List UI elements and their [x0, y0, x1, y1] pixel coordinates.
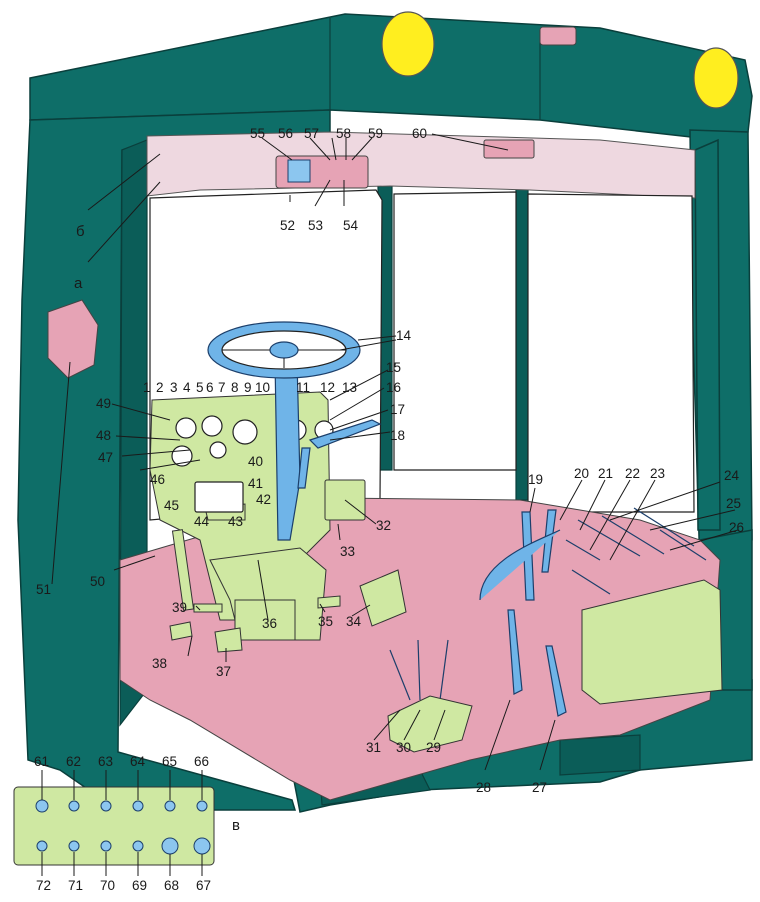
label-28: 28 [476, 780, 491, 795]
label-26: 26 [729, 520, 744, 535]
label-16: 16 [386, 380, 401, 395]
label-a: а [74, 275, 83, 292]
label-48: 48 [96, 428, 111, 443]
label-46: 46 [150, 472, 165, 487]
label-66: 66 [194, 754, 209, 769]
label-70: 70 [100, 878, 115, 893]
label-7: 7 [218, 380, 226, 395]
label-52: 52 [280, 218, 295, 233]
label-5: 5 [196, 380, 204, 395]
label-49: 49 [96, 396, 111, 411]
headliner [147, 132, 695, 198]
label-19: 19 [528, 472, 543, 487]
label-18: 18 [390, 428, 405, 443]
label-43: 43 [228, 514, 243, 529]
label-38: 38 [152, 656, 167, 671]
label-58: 58 [336, 126, 351, 141]
label-1: 1 [143, 380, 151, 395]
label-22: 22 [625, 466, 640, 481]
label-57: 57 [304, 126, 319, 141]
label-4: 4 [183, 380, 191, 395]
dome-lamp [288, 160, 310, 182]
label-68: 68 [164, 878, 179, 893]
label-15: 15 [386, 360, 401, 375]
label-59: 59 [368, 126, 383, 141]
label-3: 3 [170, 380, 178, 395]
label-27: 27 [532, 780, 547, 795]
label-41: 41 [248, 476, 263, 491]
label-25: 25 [726, 496, 741, 511]
label-30: 30 [396, 740, 411, 755]
label-69: 69 [132, 878, 147, 893]
label-71: 71 [68, 878, 83, 893]
label-39: 39 [172, 600, 187, 615]
label-51: 51 [36, 582, 51, 597]
label-10: 10 [255, 380, 270, 395]
clutch-pedal[interactable] [215, 628, 242, 652]
steering-wheel [208, 322, 360, 378]
label-12: 12 [320, 380, 335, 395]
label-33: 33 [340, 544, 355, 559]
label-35: 35 [318, 614, 333, 629]
label-54: 54 [343, 218, 359, 233]
label-17: 17 [390, 402, 405, 417]
label-67: 67 [196, 878, 211, 893]
label-2: 2 [156, 380, 164, 395]
label-9: 9 [244, 380, 252, 395]
label-62: 62 [66, 754, 81, 769]
label-36: 36 [262, 616, 277, 631]
label-21: 21 [598, 466, 613, 481]
label-53: 53 [308, 218, 323, 233]
label-65: 65 [162, 754, 177, 769]
label-34: 34 [346, 614, 362, 629]
label-37: 37 [216, 664, 231, 679]
label-32: 32 [376, 518, 391, 533]
label-64: 64 [130, 754, 146, 769]
label-60: 60 [412, 126, 427, 141]
label-55: 55 [250, 126, 265, 141]
label-40: 40 [248, 454, 263, 469]
label-61: 61 [34, 754, 49, 769]
label-63: 63 [98, 754, 113, 769]
label-24: 24 [724, 468, 740, 483]
label-44: 44 [194, 514, 210, 529]
beacon [540, 27, 576, 45]
work-lamp-right [694, 48, 738, 108]
label-72: 72 [36, 878, 51, 893]
label-47: 47 [98, 450, 113, 465]
label-31: 31 [366, 740, 381, 755]
label-8: 8 [231, 380, 239, 395]
inset-switch-panel [14, 787, 214, 865]
label-50: 50 [90, 574, 105, 589]
label-45: 45 [164, 498, 179, 513]
label-b: б [76, 223, 85, 240]
label-56: 56 [278, 126, 293, 141]
work-lamp-left [382, 12, 434, 76]
rear-light-switch [484, 140, 534, 158]
label-42: 42 [256, 492, 271, 507]
label-23: 23 [650, 466, 665, 481]
label-29: 29 [426, 740, 441, 755]
label-v: в [232, 817, 240, 834]
label-20: 20 [574, 466, 589, 481]
label-6: 6 [206, 380, 214, 395]
label-14: 14 [396, 328, 412, 343]
label-11: 11 [296, 380, 310, 395]
label-13: 13 [342, 380, 357, 395]
